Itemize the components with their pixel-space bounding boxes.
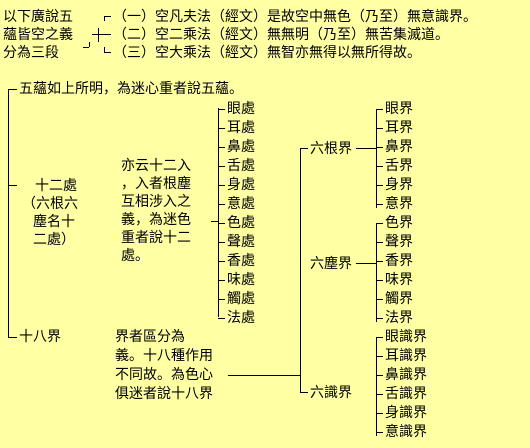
header-line-3: 分為三段: [3, 45, 59, 61]
eighteen-connector: [376, 375, 383, 376]
eighteen-item: 眼識界: [385, 329, 427, 345]
eighteen-item: 鼻識界: [385, 367, 427, 383]
eighteen-item: 色界: [385, 215, 413, 231]
eighteen-item: 舌識界: [385, 386, 427, 402]
twelve-note-6: 處。: [121, 248, 149, 264]
twelve-item: 意處: [227, 196, 255, 212]
eighteen-note-1: 界者區分為: [115, 329, 185, 345]
section-1: （一）空凡夫法（經文）是故空中無色（乃至）無意識界。: [113, 9, 477, 25]
eighteen-note-4: 俱迷者說十八界: [115, 386, 213, 402]
group-six-dusts: 六塵界: [310, 256, 352, 272]
eighteen-connector: [376, 223, 383, 224]
eighteen-connector: [376, 109, 383, 110]
eighteen-connector: [376, 242, 383, 243]
eighteen-item: 香界: [385, 253, 413, 269]
twelve-note-1: 亦云十二入: [121, 158, 191, 174]
header-line-1: 以下廣說五: [3, 9, 73, 25]
twelve-sub-1: （六根六: [22, 196, 78, 212]
eighteen-item: 身界: [385, 177, 413, 193]
group-six-consciousness: 六識界: [310, 385, 352, 401]
twelve-item: 味處: [227, 272, 255, 288]
eighteen-item: 法界: [385, 310, 413, 326]
eighteen-connector: [376, 128, 383, 129]
group-six-roots: 六根界: [310, 141, 352, 157]
section-3: （三）空大乘法（經文）無智亦無得以無所得故。: [113, 45, 421, 61]
eighteen-item: 意界: [385, 196, 413, 212]
eighteen-connector: [376, 356, 383, 357]
twelve-connector: [218, 280, 225, 281]
twelve-connector: [218, 185, 225, 186]
twelve-item: 色處: [227, 215, 255, 231]
twelve-connector: [218, 128, 225, 129]
twelve-connector: [218, 299, 225, 300]
twelve-connector: [218, 147, 225, 148]
twelve-item: 眼處: [227, 101, 255, 117]
eighteen-item: 耳界: [385, 120, 413, 136]
eighteen-item: 舌界: [385, 158, 413, 174]
twelve-sub-3: 二處）: [33, 232, 75, 248]
eighteen-item: 耳識界: [385, 348, 427, 364]
twelve-item: 身處: [227, 177, 255, 193]
twelve-note-5: 重者說十二: [121, 230, 191, 246]
twelve-connector: [218, 204, 225, 205]
eighteen-note-2: 義。十八種作用: [115, 348, 213, 364]
header-line-2: 蘊皆空之義: [3, 27, 73, 43]
twelve-note-2: ，入者根塵: [121, 176, 191, 192]
twelve-item: 法處: [227, 310, 255, 326]
twelve-item: 耳處: [227, 120, 255, 136]
eighteen-item: 聲界: [385, 234, 413, 250]
eighteen-item: 身識界: [385, 405, 427, 421]
eighteen-connector: [376, 204, 383, 205]
eighteen-connector: [376, 166, 383, 167]
eighteen-connector: [376, 299, 383, 300]
eighteen-item: 味界: [385, 272, 413, 288]
eighteen-item: 意識界: [385, 424, 427, 440]
twelve-connector: [218, 318, 225, 319]
eighteen-title: 十八界: [19, 329, 61, 345]
eighteen-connector: [376, 432, 383, 433]
eighteen-item: 觸界: [385, 291, 413, 307]
eighteen-connector: [376, 413, 383, 414]
twelve-sub-2: 塵名十: [33, 214, 75, 230]
twelve-item: 聲處: [227, 234, 255, 250]
eighteen-note-3: 不同故。為色心: [115, 367, 213, 383]
twelve-connector: [218, 242, 225, 243]
eighteen-connector: [376, 337, 383, 338]
section-2: （二）空二乘法（經文）無無明（乃至）無苦集滅道。: [113, 27, 449, 43]
twelve-item: 鼻處: [227, 139, 255, 155]
twelve-item: 舌處: [227, 158, 255, 174]
twelve-connector: [218, 223, 225, 224]
intro-text: 五蘊如上所明，為迷心重者說五蘊。: [19, 81, 243, 97]
twelve-title: 十二處: [35, 178, 77, 194]
eighteen-connector: [376, 280, 383, 281]
eighteen-connector: [376, 185, 383, 186]
eighteen-connector: [376, 394, 383, 395]
twelve-connector: [218, 109, 225, 110]
twelve-item: 觸處: [227, 291, 255, 307]
twelve-note-3: 互相涉入之: [121, 194, 191, 210]
eighteen-connector: [376, 147, 383, 148]
eighteen-item: 鼻界: [385, 139, 413, 155]
twelve-connector: [218, 166, 225, 167]
twelve-connector: [218, 261, 225, 262]
eighteen-connector: [376, 318, 383, 319]
eighteen-item: 眼界: [385, 101, 413, 117]
eighteen-connector: [376, 261, 383, 262]
twelve-item: 香處: [227, 253, 255, 269]
twelve-note-4: 義，為迷色: [121, 212, 191, 228]
